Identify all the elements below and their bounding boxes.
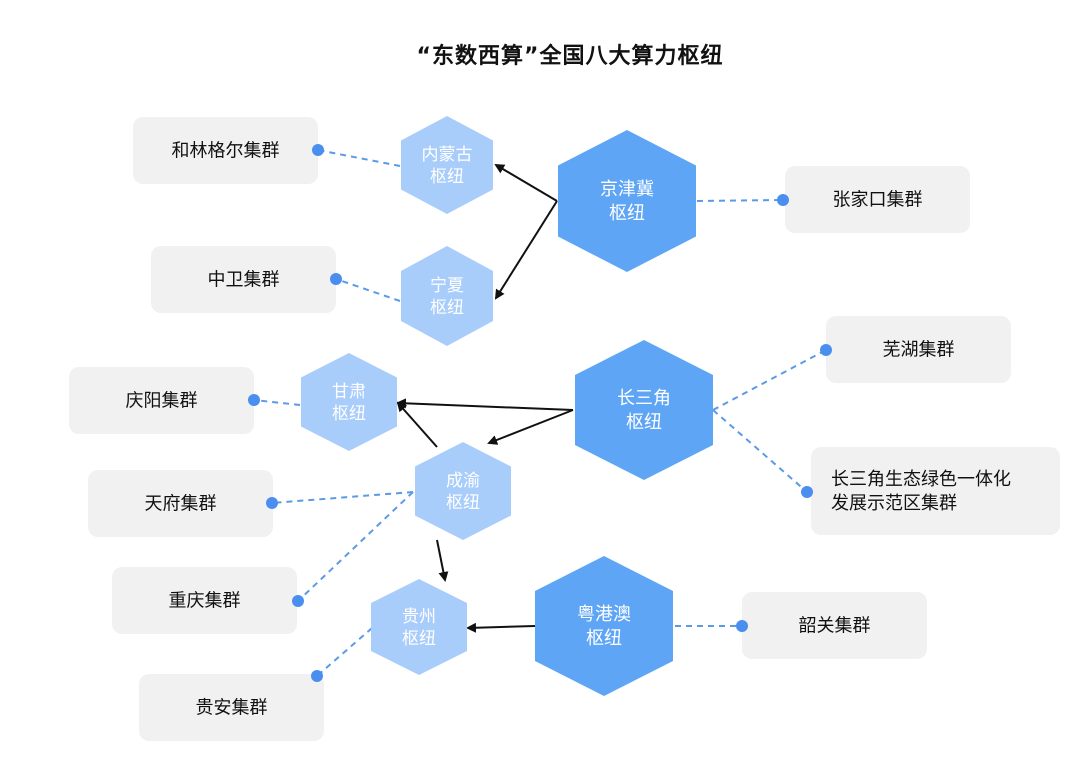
cluster-zhongwei-dot bbox=[330, 273, 342, 285]
hub-neimenggu-label-1: 枢纽 bbox=[430, 167, 464, 187]
cluster-wuhu-label-0: 芜湖集群 bbox=[883, 340, 955, 361]
cluster-helingeer-dot bbox=[312, 144, 324, 156]
link-neimenggu-helingeer bbox=[317, 149, 401, 167]
cluster-qingyang-label-0: 庆阳集群 bbox=[126, 391, 198, 412]
link-chengyu-tianfu bbox=[271, 491, 414, 504]
link-jingjinji-zhangjiakou bbox=[696, 199, 784, 202]
cluster-zhongwei-label-0: 中卫集群 bbox=[208, 270, 280, 291]
cluster-shaoguan-label-0: 韶关集群 bbox=[799, 616, 871, 637]
cluster-qingyang: 庆阳集群 bbox=[69, 367, 260, 434]
cluster-wuhu-box bbox=[826, 316, 1011, 383]
cluster-helingeer: 和林格尔集群 bbox=[133, 117, 324, 184]
cluster-zhangjiakou-box bbox=[785, 166, 970, 233]
link-gansu-qingyang bbox=[253, 399, 301, 406]
link-guizhou-guian bbox=[316, 627, 373, 677]
hub-gansu-label-1: 枢纽 bbox=[332, 404, 366, 424]
hub-yuegangao-label-1: 枢纽 bbox=[586, 628, 622, 649]
cluster-guian-label-0: 贵安集群 bbox=[196, 698, 268, 719]
hub-neimenggu-label-0: 内蒙古 bbox=[422, 145, 473, 165]
cluster-wuhu: 芜湖集群 bbox=[820, 316, 1011, 383]
hub-changsanjiao-hexagon bbox=[575, 340, 713, 480]
cluster-zhongwei: 中卫集群 bbox=[151, 246, 342, 313]
cluster-guian-box bbox=[139, 674, 324, 741]
hub-guizhou-label-1: 枢纽 bbox=[402, 629, 436, 649]
cluster-helingeer-label-0: 和林格尔集群 bbox=[172, 141, 280, 162]
hub-yuegangao-hexagon bbox=[535, 556, 673, 696]
cluster-chongqing: 重庆集群 bbox=[112, 567, 304, 634]
hub-guizhou-hexagon bbox=[371, 579, 467, 675]
cluster-helingeer-box bbox=[133, 117, 318, 184]
cluster-chongqing-dot bbox=[292, 595, 304, 607]
hub-guizhou-label-0: 贵州 bbox=[402, 607, 436, 627]
hub-chengyu-label-1: 枢纽 bbox=[446, 493, 480, 513]
cluster-zhangjiakou: 张家口集群 bbox=[777, 166, 970, 233]
cluster-changsanjiao_demo-label-1: 发展示范区集群 bbox=[831, 493, 957, 514]
hub-gansu-hexagon bbox=[301, 353, 397, 451]
hub-ningxia-label-1: 枢纽 bbox=[430, 298, 464, 318]
arrow-chengyu-to-gansu bbox=[396, 401, 438, 448]
hub-ningxia-label-0: 宁夏 bbox=[430, 276, 464, 296]
hub-chengyu-hexagon bbox=[415, 442, 511, 540]
cluster-chongqing-label-0: 重庆集群 bbox=[169, 591, 241, 612]
cluster-changsanjiao_demo-dot bbox=[801, 486, 813, 498]
cluster-guian-dot bbox=[311, 670, 323, 682]
hub-changsanjiao-label-1: 枢纽 bbox=[626, 412, 662, 433]
cluster-zhongwei-box bbox=[151, 246, 336, 313]
cluster-wuhu-dot bbox=[820, 344, 832, 356]
hub-neimenggu-hexagon bbox=[401, 116, 493, 214]
hub-chengyu-label-0: 成渝 bbox=[446, 471, 480, 491]
cluster-chongqing-box bbox=[112, 567, 297, 634]
hub-jingjinji-hexagon bbox=[558, 130, 696, 272]
cluster-tianfu-label-0: 天府集群 bbox=[145, 494, 217, 515]
link-chengyu-chongqing bbox=[297, 491, 414, 602]
link-changsanjiao-demo bbox=[712, 409, 808, 493]
link-ningxia-zhongwei bbox=[335, 278, 401, 302]
hub-changsanjiao-label-0: 长三角 bbox=[617, 388, 671, 409]
cluster-changsanjiao_demo-label-0: 长三角生态绿色一体化 bbox=[831, 469, 1011, 490]
arrow-jingjinji-to-ningxia bbox=[494, 200, 558, 300]
cluster-shaoguan: 韶关集群 bbox=[736, 592, 927, 659]
cluster-changsanjiao_demo-box bbox=[811, 447, 1060, 535]
cluster-tianfu-dot bbox=[266, 497, 278, 509]
hub-gansu-label-0: 甘肃 bbox=[332, 382, 366, 402]
cluster-shaoguan-dot bbox=[736, 620, 748, 632]
arrow-chengyu-to-guizhou bbox=[436, 539, 449, 582]
arrow-changsanjiao-to-gansu bbox=[396, 398, 574, 411]
cluster-qingyang-dot bbox=[248, 394, 260, 406]
arrow-jingjinji-to-neimenggu bbox=[494, 163, 558, 202]
hub-yuegangao-label-0: 粤港澳 bbox=[577, 604, 631, 625]
cluster-qingyang-box bbox=[69, 367, 254, 434]
cluster-shaoguan-box bbox=[742, 592, 927, 659]
arrow-yuegangao-to-guizhou bbox=[466, 622, 536, 633]
hub-ningxia-hexagon bbox=[401, 246, 493, 346]
link-changsanjiao-wuhu bbox=[712, 349, 827, 411]
arrow-changsanjiao-to-chengyu bbox=[487, 409, 574, 445]
cluster-tianfu: 天府集群 bbox=[88, 470, 278, 537]
cluster-tianfu-box bbox=[88, 470, 273, 537]
cluster-zhangjiakou-dot bbox=[777, 194, 789, 206]
cluster-zhangjiakou-label-0: 张家口集群 bbox=[833, 190, 923, 211]
hub-jingjinji-label-0: 京津冀 bbox=[600, 179, 654, 200]
cluster-guian: 贵安集群 bbox=[139, 670, 324, 741]
diagram-title: “东数西算”全国八大算力枢纽 bbox=[416, 44, 724, 69]
hub-jingjinji-label-1: 枢纽 bbox=[609, 203, 645, 224]
